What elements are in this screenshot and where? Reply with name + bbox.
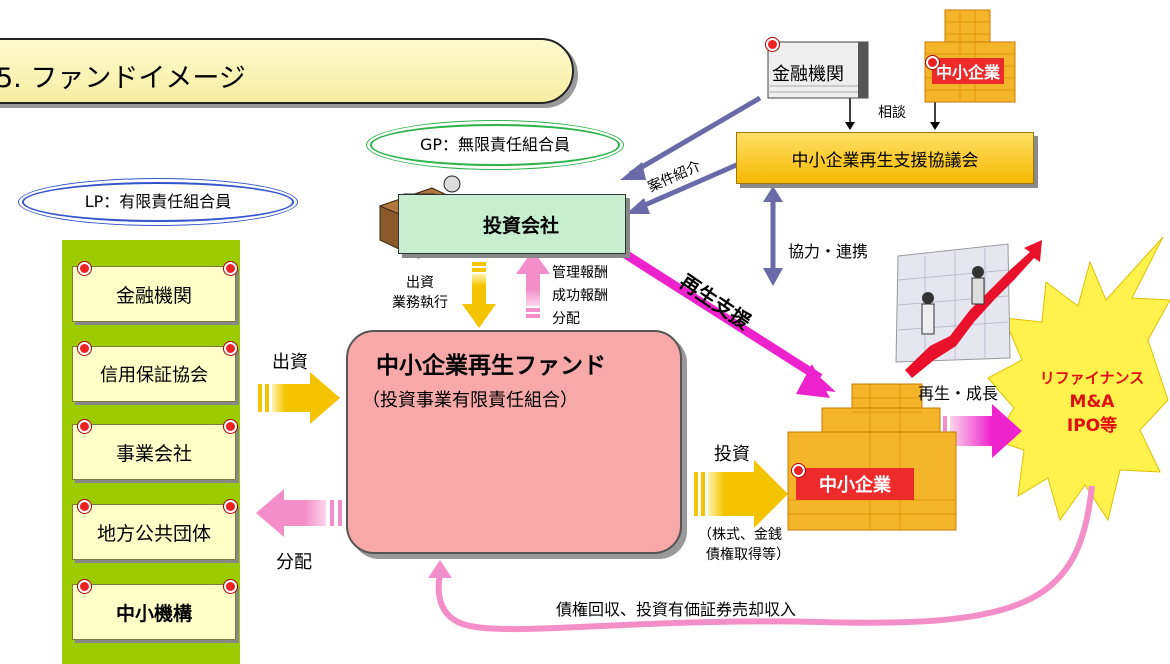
distribution-label: 分配 (276, 552, 312, 573)
title-banner (0, 38, 574, 104)
investment-note-1: （株式、金銭 (698, 527, 782, 543)
pin-icon (224, 580, 237, 593)
fees-arrow (516, 250, 550, 318)
fees-label-2: 成功報酬 (552, 288, 608, 304)
invest-exec-arrow (462, 262, 496, 328)
invest-exec-label-1: 出資 (406, 275, 434, 291)
pin-icon (224, 500, 237, 513)
council-box: 中小企業再生支援協議会 (736, 132, 1034, 184)
pin-icon (224, 342, 237, 355)
fees-label-1: 管理報酬 (552, 265, 608, 281)
exit-burst (987, 236, 1170, 522)
investment-arrow (694, 460, 788, 528)
lp-member-3: 地方公共団体 (72, 504, 236, 560)
pin-icon (78, 500, 91, 513)
page-title: 5. ファンドイメージ (0, 63, 246, 94)
exit-ipo: IPO等 (1066, 416, 1118, 436)
revival-support-arrow (619, 248, 823, 382)
investment-company-box: 投資会社 (398, 194, 626, 254)
exit-ma: M&A (1069, 392, 1115, 412)
top-sme-building-icon (924, 9, 1016, 103)
pin-icon (224, 262, 237, 275)
exit-labels: リファイナンス M&A IPO等 (1036, 366, 1148, 438)
cooperation-label: 協力・連携 (788, 242, 869, 261)
lp-member-1: 信用保証協会 (72, 346, 236, 402)
consult-label: 相談 (878, 105, 906, 121)
referral-arrow-bank (628, 95, 762, 177)
invest-exec-label-2: 業務執行 (392, 295, 448, 311)
target-sme-label: 中小企業 (796, 468, 914, 500)
pin-icon (766, 38, 779, 51)
referral-arrow-council (637, 157, 749, 211)
investment-note-2: 債権取得等） (706, 547, 790, 563)
fund-name: 中小企業再生ファンド (376, 353, 606, 379)
exit-refinance: リファイナンス (1039, 369, 1145, 387)
contribution-arrow (258, 372, 340, 424)
fund-subtitle: （投資事業有限責任組合） (362, 390, 578, 411)
lp-member-0: 金融機関 (72, 266, 236, 322)
contribution-label: 出資 (272, 352, 308, 373)
growth-illustration-icon (895, 240, 1042, 378)
fees-label-3: 分配 (552, 311, 580, 327)
target-sme-building-icon (787, 383, 957, 531)
investment-label: 投資 (714, 444, 750, 465)
pin-icon (78, 262, 91, 275)
pin-icon (926, 56, 939, 69)
recovery-arrow (435, 485, 1095, 633)
bank-label: 金融機関 (772, 64, 844, 85)
bank-building-icon (767, 41, 869, 99)
pin-icon (224, 420, 237, 433)
pin-icon (792, 464, 805, 477)
lp-label: LP：有限責任組合員 (22, 182, 294, 222)
recovery-label: 債権回収、投資有価証券売却収入 (556, 600, 797, 619)
gp-label: GP：無限責任組合員 (370, 124, 620, 166)
pin-icon (78, 342, 91, 355)
pin-icon (78, 420, 91, 433)
top-sme-label: 中小企業 (932, 58, 1004, 84)
growth-label: 再生・成長 (918, 384, 999, 403)
distribution-arrow (256, 489, 342, 537)
lp-member-4: 中小機構 (72, 584, 236, 640)
fund-box (346, 330, 682, 554)
pin-icon (78, 580, 91, 593)
lp-member-2: 事業会社 (72, 424, 236, 480)
